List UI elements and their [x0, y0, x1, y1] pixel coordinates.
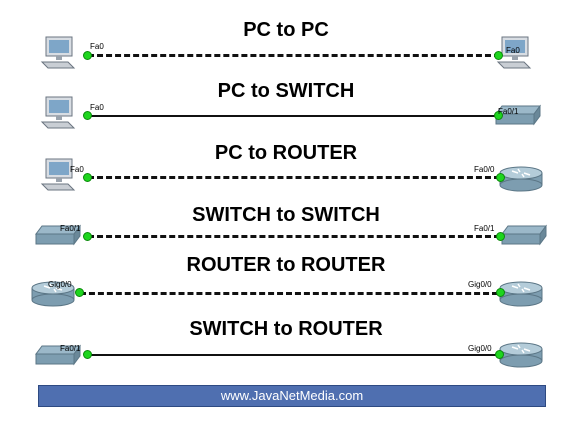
link-up-indicator	[83, 173, 92, 182]
router-icon[interactable]	[30, 279, 76, 312]
link-up-indicator	[496, 232, 505, 241]
straight-through-cable	[88, 354, 498, 356]
link-up-indicator	[495, 350, 504, 359]
switch-icon[interactable]	[500, 224, 548, 251]
port-label: Fa0/1	[60, 344, 81, 353]
link-up-indicator	[496, 288, 505, 297]
row-title-switch-to-router: SWITCH to ROUTER	[189, 318, 383, 340]
port-label: Fa0/1	[498, 107, 519, 116]
port-label: Fa0	[70, 165, 84, 174]
pc-icon[interactable]	[40, 36, 78, 75]
pc-icon[interactable]	[40, 158, 78, 197]
link-up-indicator	[75, 288, 84, 297]
link-up-indicator	[496, 173, 505, 182]
link-up-indicator	[83, 51, 92, 60]
pc-icon[interactable]	[40, 96, 78, 135]
crossover-cable	[80, 292, 498, 295]
row-title-switch-to-switch: SWITCH to SWITCH	[192, 204, 380, 226]
pc-icon[interactable]	[496, 36, 534, 75]
router-icon[interactable]	[498, 164, 544, 197]
switch-icon[interactable]	[34, 224, 82, 251]
router-icon[interactable]	[498, 279, 544, 312]
footer-banner: www.JavaNetMedia.com	[38, 385, 546, 407]
router-icon[interactable]	[498, 340, 544, 373]
crossover-cable	[88, 54, 500, 57]
port-label: Fa0/0	[474, 165, 495, 174]
straight-through-cable	[88, 115, 500, 117]
port-label: Fa0	[90, 103, 104, 112]
row-title-pc-to-router: PC to ROUTER	[214, 142, 358, 164]
port-label: Fa0/1	[474, 224, 495, 233]
port-label: Fa0	[90, 42, 104, 51]
port-label: Gig0/0	[48, 280, 72, 289]
link-up-indicator	[83, 232, 92, 241]
row-title-pc-to-switch: PC to SWITCH	[217, 80, 355, 102]
crossover-cable	[88, 235, 500, 238]
crossover-cable	[88, 176, 500, 179]
link-up-indicator	[494, 51, 503, 60]
link-up-indicator	[494, 111, 503, 120]
link-up-indicator	[83, 111, 92, 120]
port-label: Fa0	[506, 46, 520, 55]
port-label: Fa0/1	[60, 224, 81, 233]
port-label: Gig0/0	[468, 344, 492, 353]
switch-icon[interactable]	[494, 104, 542, 131]
link-up-indicator	[83, 350, 92, 359]
port-label: Gig0/0	[468, 280, 492, 289]
switch-icon[interactable]	[34, 344, 82, 371]
row-title-router-to-router: ROUTER to ROUTER	[186, 254, 386, 276]
row-title-pc-to-pc: PC to PC	[243, 19, 329, 41]
